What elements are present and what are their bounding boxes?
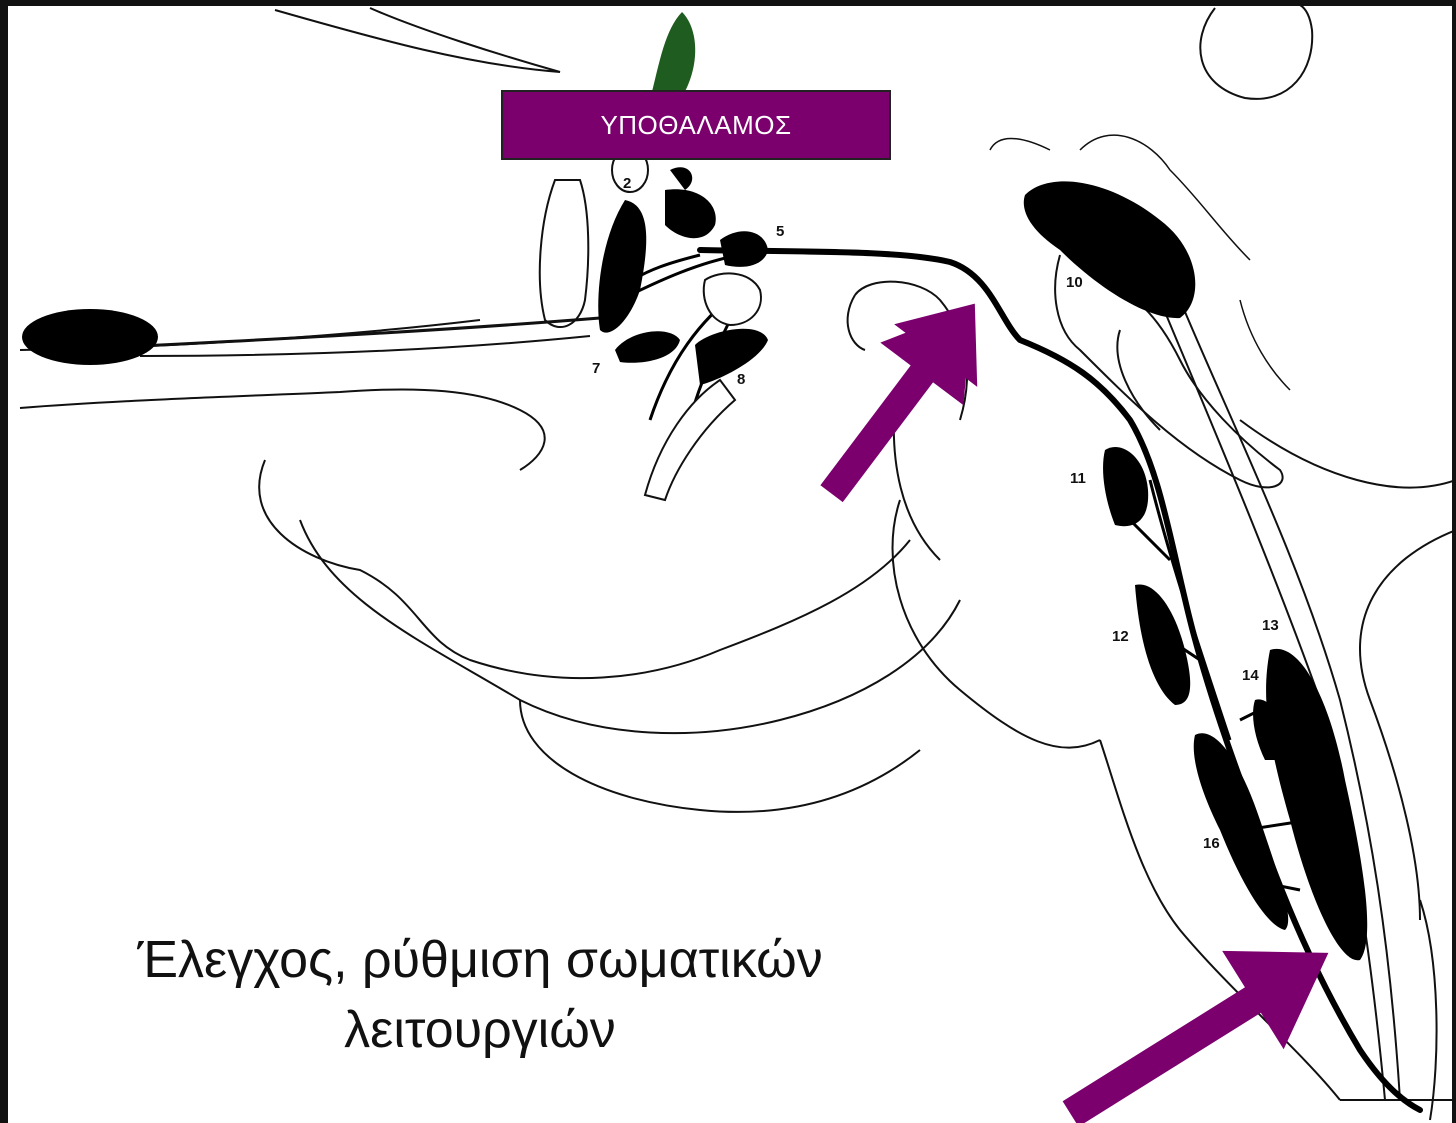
pituitary-stalk <box>650 12 695 100</box>
nucleus-12 <box>1135 584 1190 705</box>
slide-caption: Έλεγχος, ρύθμιση σωματικών λειτουργιών <box>40 925 920 1065</box>
number-2: 2 <box>623 175 631 192</box>
number-10: 10 <box>1066 274 1083 291</box>
corpus-callosum-outline <box>275 8 560 72</box>
nucleus-16 <box>1194 733 1288 930</box>
number-12: 12 <box>1112 628 1129 645</box>
nucleus-11 <box>1103 447 1148 526</box>
nucleus-5 <box>720 231 768 267</box>
number-13: 13 <box>1262 617 1279 634</box>
number-5: 5 <box>776 223 784 240</box>
number-7: 7 <box>592 360 600 377</box>
number-16: 16 <box>1203 835 1220 852</box>
brain-base-contour <box>20 389 545 470</box>
number-8: 8 <box>737 371 745 388</box>
nucleus-column-1 <box>598 200 646 333</box>
nucleus-7 <box>615 331 680 363</box>
arrow-lower <box>1040 904 1359 1123</box>
hypothalamus-label: ΥΠΟΘΑΛΑΜΟΣ <box>501 90 891 160</box>
nucleus-8 <box>695 329 768 385</box>
number-11: 11 <box>1070 470 1086 487</box>
nucleus-b <box>670 167 692 190</box>
olfactory-bulb <box>22 309 158 365</box>
third-ventricle-outline <box>540 180 588 327</box>
number-14: 14 <box>1242 667 1259 684</box>
brainstem-outline <box>259 460 910 678</box>
cerebellum-top-outline <box>1200 5 1312 99</box>
arrow-upper <box>790 272 1016 525</box>
nucleus-top-right <box>1024 181 1196 318</box>
caption-line-1: Έλεγχος, ρύθμιση σωματικών <box>40 925 920 995</box>
caption-line-2: λειτουργιών <box>40 995 920 1065</box>
nucleus-a <box>665 189 716 238</box>
nucleus-outline-center <box>704 273 761 325</box>
